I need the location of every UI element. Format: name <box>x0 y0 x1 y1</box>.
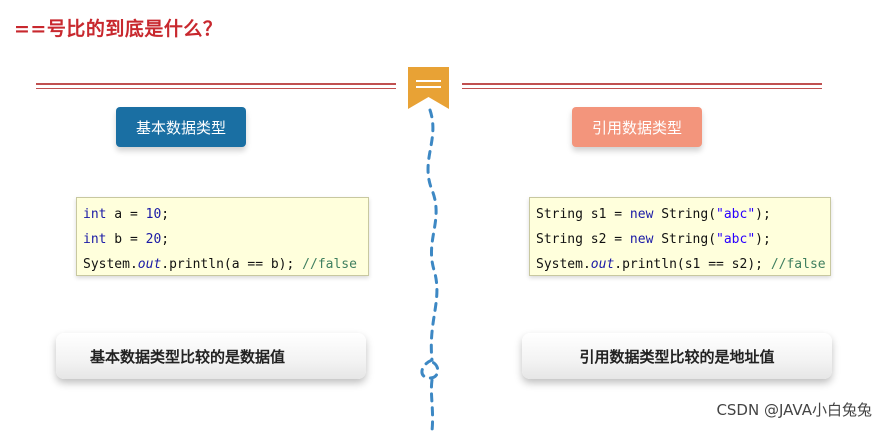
top-rule-left <box>36 83 396 85</box>
primitive-compare-banner: 基本数据类型比较的是数据值 <box>56 333 366 379</box>
keyword: int <box>83 232 107 247</box>
keyword: new <box>629 207 654 222</box>
static-field: out <box>137 257 162 272</box>
code-line: String s1 = new String("abc"); <box>536 202 824 227</box>
code-line: String s2 = new String("abc"); <box>536 227 824 252</box>
code-text: b = <box>106 232 146 247</box>
number-literal: 20 <box>145 232 162 247</box>
code-text: String( <box>653 207 717 222</box>
top-rule-right <box>462 83 822 85</box>
code-text: .println(a == b); <box>161 257 303 272</box>
string-literal: "abc" <box>716 207 756 222</box>
code-text: ); <box>755 232 771 247</box>
basic-types-pill: 基本数据类型 <box>116 107 246 147</box>
code-text: System. <box>536 257 591 272</box>
code-line: System.out.println(s1 == s2); //false <box>536 252 826 277</box>
static-field: out <box>590 257 615 272</box>
code-text: ; <box>161 232 170 247</box>
string-literal: "abc" <box>716 232 756 247</box>
code-line: int a = 10; <box>83 202 362 227</box>
code-text: String( <box>653 232 717 247</box>
reference-types-pill: 引用数据类型 <box>572 107 702 147</box>
code-text: ); <box>755 207 771 222</box>
code-comment: //false <box>770 257 826 272</box>
code-comment: //false <box>302 257 357 272</box>
code-text: ; <box>161 207 170 222</box>
reference-code-block: String s1 = new String("abc"); String s2… <box>529 197 831 276</box>
number-literal: 10 <box>145 207 162 222</box>
primitive-code-block: int a = 10; int b = 20; System.out.print… <box>76 197 369 276</box>
keyword: new <box>629 232 654 247</box>
keyword: int <box>83 207 107 222</box>
bookmark-icon <box>408 67 449 109</box>
reference-compare-banner: 引用数据类型比较的是地址值 <box>522 333 832 379</box>
watermark: CSDN @JAVA小白兔兔 <box>716 401 872 419</box>
top-rule-left-thin <box>36 88 396 89</box>
top-rule-right-thin <box>462 88 822 89</box>
code-text: String s2 = <box>536 232 630 247</box>
code-line: int b = 20; <box>83 227 362 252</box>
code-text: String s1 = <box>536 207 630 222</box>
code-text: .println(s1 == s2); <box>614 257 771 272</box>
code-line: System.out.println(a == b); //false <box>83 252 362 277</box>
code-text: a = <box>106 207 146 222</box>
page-title: ==号比的到底是什么？ <box>14 18 223 40</box>
code-text: System. <box>83 257 138 272</box>
